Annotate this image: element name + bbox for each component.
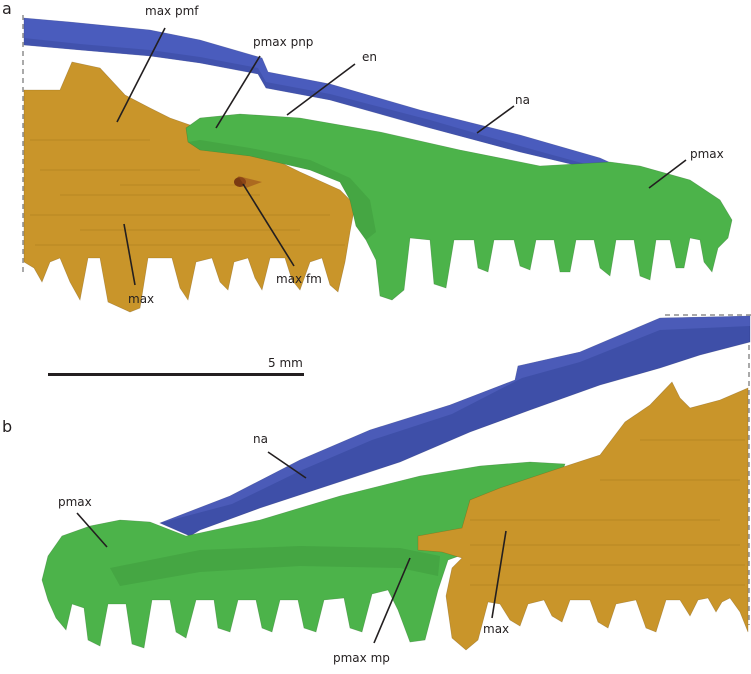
leader-en (286, 63, 356, 116)
scale-bar-label: 5 mm (268, 356, 303, 370)
panel-a-maxilla-texture (30, 139, 345, 246)
panel-b-annotations: na pmax pmax mp max (58, 432, 509, 665)
leader-max-pmf (116, 27, 166, 123)
label-pmax-pnp: pmax pnp (253, 35, 313, 49)
label-max-pmf: max pmf (145, 4, 199, 18)
leader-max-b (491, 530, 507, 619)
label-pmax-b: pmax (58, 495, 92, 509)
leader-na-b (267, 451, 307, 479)
panel-b-maxilla-texture (470, 439, 745, 586)
panel-b-maxilla-bone (417, 381, 749, 651)
panel-a-premaxilla-shadow (188, 140, 376, 240)
panel-b-letter: b (2, 417, 12, 436)
panel-b-nasal-highlight (160, 316, 750, 523)
label-na-b: na (253, 432, 268, 446)
label-max-a: max (128, 292, 154, 306)
leader-max-fm (242, 183, 295, 267)
panel-b-premaxilla-shadow (110, 546, 440, 586)
label-pmax-a: pmax (690, 147, 724, 161)
leader-pmax-a (648, 159, 687, 189)
label-max-fm: max fm (276, 272, 322, 286)
panel-a-annotations: max pmf pmax pnp en na pmax max max fm (116, 4, 724, 306)
label-en: en (362, 50, 377, 64)
label-na-a: na (515, 93, 530, 107)
label-max-b: max (483, 622, 509, 636)
panel-a-premaxilla-bone (185, 113, 733, 301)
panel-b: b na pmax pmax mp max (2, 314, 751, 665)
leader-pmax-pnp (215, 55, 261, 129)
label-pmax-mp: pmax mp (333, 651, 390, 665)
leader-na-a (476, 105, 515, 134)
panel-a: a max pmf pmax pnp en (2, 0, 733, 313)
panel-a-letter: a (2, 0, 12, 18)
scale-bar: 5 mm (48, 356, 304, 376)
leader-pmax-b (76, 512, 108, 548)
leader-pmax-mp (373, 557, 411, 644)
scale-bar-line (48, 373, 304, 376)
leader-max-a (123, 223, 136, 286)
